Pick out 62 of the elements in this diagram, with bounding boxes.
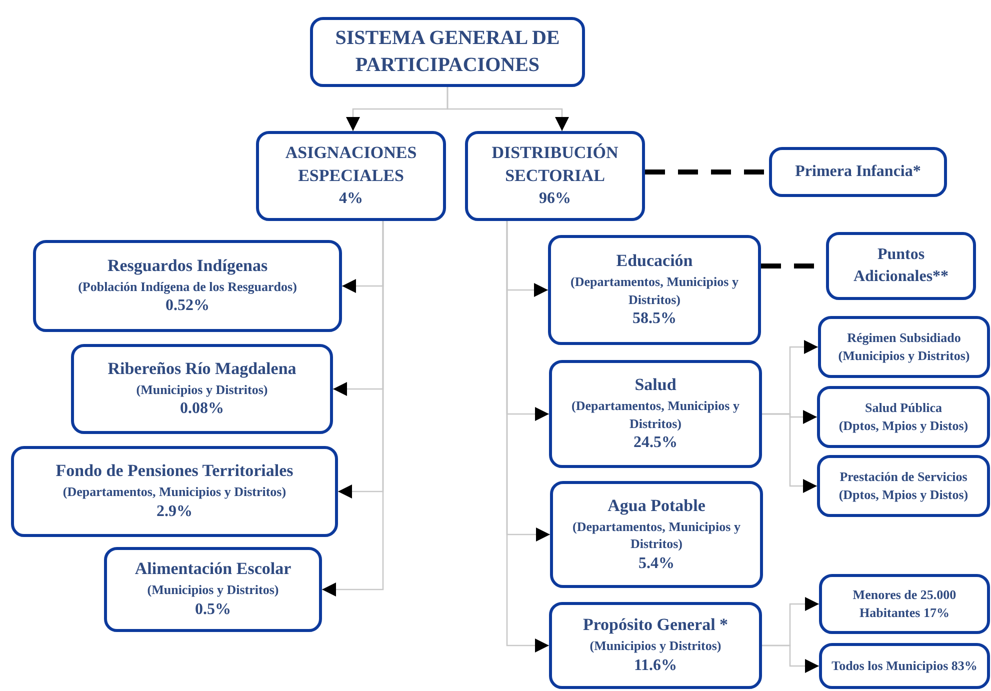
node-title: Alimentación Escolar <box>134 558 292 580</box>
node-detail: 58.5% <box>632 309 676 330</box>
node-title: Salud Pública <box>865 399 942 417</box>
node-detail: (Dptos, Mpios y Distos) <box>838 417 968 435</box>
node-detail: 5.4% <box>638 554 674 574</box>
node-title: Educación <box>616 250 693 272</box>
node-detail: 4% <box>339 189 363 210</box>
node-detail: 24.5% <box>634 433 678 454</box>
node-title: Prestación de Servicios <box>840 468 968 486</box>
node-detail: (Departamentos, Municipios y Distritos) <box>62 483 286 501</box>
node-detail: 0.5% <box>195 600 231 620</box>
node-title: Menores de 25.000 Habitantes 17% <box>852 586 958 622</box>
node-title: Puntos Adicionales** <box>852 245 950 287</box>
category-box <box>548 235 761 345</box>
node-title: Todos los Municipios 83% <box>832 657 978 675</box>
category-box <box>256 131 446 221</box>
node-title: Agua Potable <box>608 494 706 517</box>
node-title: Régimen Subsidiado <box>847 329 961 347</box>
arrow <box>506 221 549 652</box>
category-box <box>11 446 338 537</box>
node-detail: (Municipios y Distritos) <box>590 637 722 655</box>
node-detail: (Municipios y Distritos) <box>136 380 268 398</box>
category-box <box>310 17 585 87</box>
node-detail: (Dptos, Mpios y Distos) <box>838 486 968 504</box>
node-title: Ribereños Río Magdalena <box>108 358 296 380</box>
category-box <box>104 547 322 632</box>
category-box <box>826 232 976 300</box>
category-box <box>819 574 990 634</box>
node-detail: (Municipios y Distritos) <box>838 347 970 365</box>
category-box <box>33 240 342 332</box>
category-box <box>817 455 990 517</box>
category-box <box>549 360 762 468</box>
arrow <box>322 221 384 596</box>
arrow <box>446 87 569 131</box>
node-detail: (Municipios y Distritos) <box>147 581 279 599</box>
node-detail: 0.52% <box>166 296 210 316</box>
category-box <box>465 131 645 221</box>
node-detail: 0.08% <box>180 399 224 420</box>
category-box <box>817 386 990 448</box>
node-title: Primera Infancia* <box>795 162 921 182</box>
node-detail: (Departamentos, Municipios y Distritos) <box>572 518 742 553</box>
node-title: Resguardos Indígenas <box>107 254 268 277</box>
node-title: SISTEMA GENERAL DE PARTICIPACIONES <box>334 26 561 78</box>
node-title: Propósito General * <box>582 614 728 636</box>
node-detail: (Población Indígena de los Resguardos) <box>78 278 297 296</box>
category-box <box>769 147 947 197</box>
category-box <box>550 481 763 588</box>
node-detail: 11.6% <box>634 656 678 676</box>
category-box <box>819 643 990 689</box>
node-detail: 96% <box>539 189 571 210</box>
category-box <box>549 602 762 689</box>
node-detail: (Departamentos, Municipios y Distritos) <box>570 397 740 432</box>
node-title: Fondo de Pensiones Territoriales <box>56 460 294 482</box>
node-detail: (Departamentos, Municipios y Distritos) <box>570 273 740 308</box>
node-detail: 2.9% <box>156 502 192 522</box>
node-title: Salud <box>634 374 676 396</box>
node-title: DISTRIBUCIÓN SECTORIAL <box>490 142 620 188</box>
arrow <box>762 413 817 493</box>
category-box <box>818 316 990 378</box>
category-box <box>71 344 333 434</box>
node-title: ASIGNACIONES ESPECIALES <box>284 142 418 188</box>
arrow <box>762 644 819 673</box>
